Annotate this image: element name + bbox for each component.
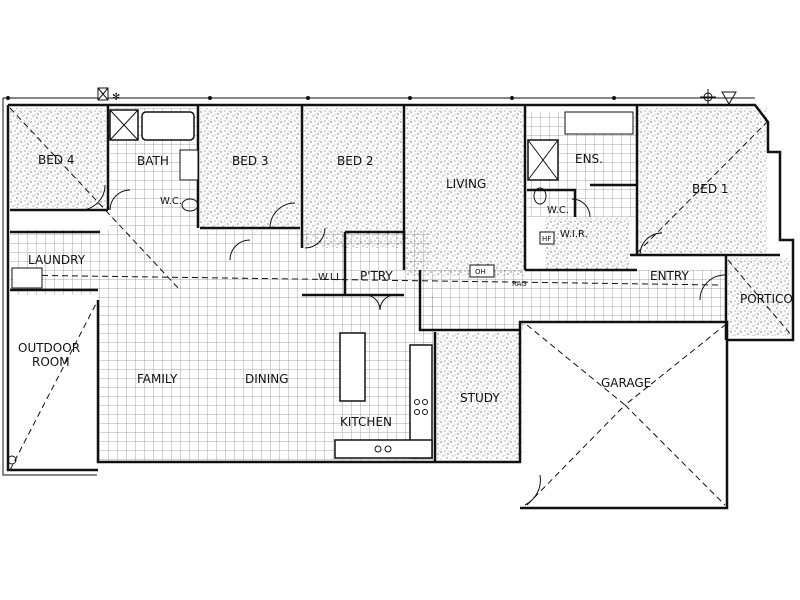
room-label-outdoor-room: ROOM [32, 355, 70, 369]
room-label-portico: PORTICO [740, 292, 793, 306]
cooktop-3 [414, 409, 420, 415]
doors [79, 184, 726, 506]
bed2-floor [303, 108, 403, 248]
room-label-bed4: BED 4 [38, 153, 75, 167]
room-label-family: FAMILY [137, 372, 178, 386]
hall-floor [10, 230, 430, 295]
floor-finishes [10, 108, 790, 507]
walls [2, 97, 795, 510]
room-label-wir: W.I.R. [560, 229, 588, 240]
cooktop-4 [422, 409, 428, 415]
north-arrow-icon [721, 91, 737, 105]
room-label-dining: DINING [245, 372, 289, 386]
garage-floor [525, 322, 728, 507]
ensuite-toilet [533, 187, 547, 205]
gas-marker-icon: ✻ [112, 92, 120, 103]
cooktop-2 [422, 399, 428, 405]
site-markers: ✻ [6, 87, 737, 465]
room-label-living: LIVING [446, 177, 486, 191]
oh-box [469, 264, 495, 278]
study-floor [437, 333, 522, 460]
kitchen-island [339, 332, 366, 402]
oh-label: OH [475, 268, 486, 276]
room-label-bath: BATH [137, 154, 169, 168]
bed3-floor [200, 108, 300, 228]
hf-box [539, 231, 555, 245]
hf-label: HF [542, 235, 551, 243]
bed4-floor [10, 108, 108, 208]
entry-floor [430, 270, 726, 330]
kitchen-sink-bench [334, 439, 433, 459]
cooktop-1 [414, 399, 420, 405]
toilet [181, 198, 199, 212]
living-area-floor [98, 295, 433, 460]
wir-floor [545, 218, 630, 270]
room-labels: BED 4 BATH BED 3 BED 2 LIVING ENS. BED 1… [18, 152, 793, 429]
room-label-study: STUDY [460, 391, 500, 405]
sink [374, 445, 382, 453]
room-label-kitchen: KITCHEN [340, 415, 392, 429]
laundry-tub [11, 267, 43, 289]
portico-floor [728, 258, 790, 336]
room-label-bed3: BED 3 [232, 154, 269, 168]
bathtub [141, 111, 195, 141]
room-label-wc-ensuite: W.C. [547, 205, 569, 216]
roof-lines [9, 107, 793, 506]
sink-2 [384, 445, 392, 453]
rag-label: RAG [512, 280, 527, 288]
bathroom-fixtures [11, 109, 634, 289]
room-label-wil: W.I.L. [318, 272, 345, 283]
room-label-ens: ENS. [575, 152, 603, 166]
room-label-bed1: BED 1 [692, 182, 729, 196]
room-label-laundry: LAUNDRY [28, 253, 86, 267]
room-label-outdoor: OUTDOOR [18, 341, 80, 355]
room-label-bed2: BED 2 [337, 154, 374, 168]
room-label-wc-main: W.C. [160, 196, 182, 207]
kitchen-fixtures [334, 332, 433, 459]
room-label-entry: ENTRY [650, 269, 689, 283]
ensuite-vanity [564, 111, 634, 135]
vanity [179, 149, 199, 181]
room-label-ptry: P'TRY [360, 269, 393, 283]
room-label-garage: GARAGE [601, 376, 651, 390]
bed1-floor [637, 108, 767, 253]
